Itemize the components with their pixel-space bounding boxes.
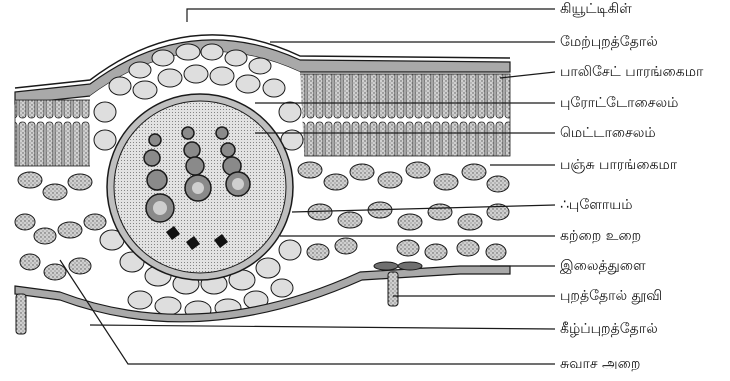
- label-stomata: இலைத்துளை: [560, 259, 646, 273]
- label-protoxylem: புரோட்டோசைலம்: [560, 96, 678, 110]
- label-spongy-parenchyma: பஞ்சு பாரங்கைமா: [560, 158, 677, 172]
- label-metaxylem: மெட்டாசைலம்: [560, 126, 656, 140]
- label-epidermal-hair: புறத்தோல் தூவி: [560, 289, 662, 303]
- label-palisade-parenchyma: பாலிசேட் பாரங்கைமா: [560, 65, 703, 79]
- label-respiratory-cavity: சுவாச அறை: [560, 357, 640, 371]
- label-phloem: ∴புளோயம்: [560, 198, 632, 212]
- label-bundle-sheath: கற்றை உறை: [560, 229, 641, 243]
- vascular-bundle: [107, 94, 293, 280]
- label-upper-epidermis: மேற்புறத்தோல்: [560, 35, 658, 49]
- palisade-parenchyma-right: [292, 74, 510, 156]
- label-lower-epidermis: கீழ்ப்புறத்தோல்: [560, 322, 658, 336]
- label-cuticle: கியூட்டிகிள்: [560, 2, 632, 16]
